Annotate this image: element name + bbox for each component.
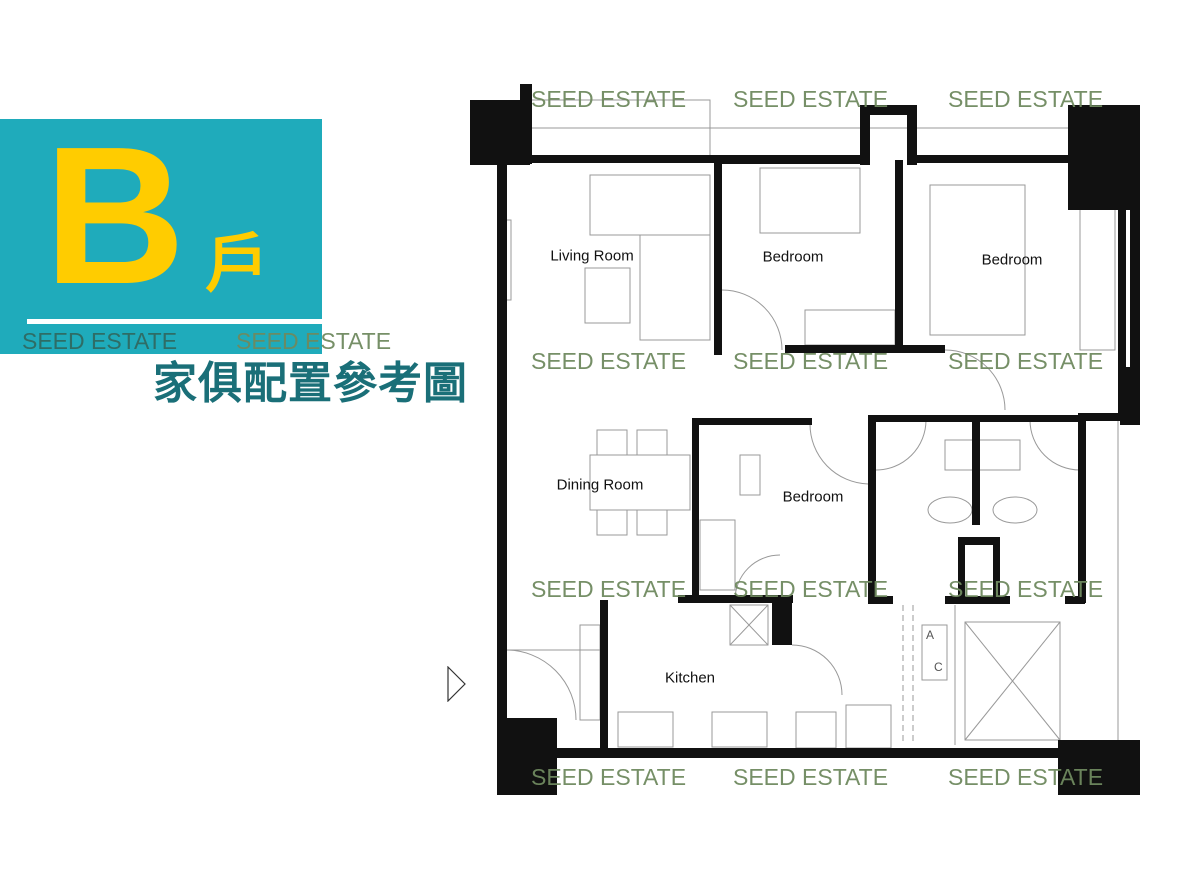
- room-label-bedroom-3: Bedroom: [782, 488, 844, 506]
- door-swing: [734, 554, 781, 601]
- watermark: SEED ESTATE: [733, 576, 889, 602]
- nightstand: [739, 454, 761, 496]
- sofa: [589, 174, 711, 236]
- stove: [845, 704, 892, 749]
- door-swing: [791, 644, 843, 696]
- watermark: SEED ESTATE: [733, 348, 889, 374]
- watermark: SEED ESTATE: [531, 764, 687, 790]
- room-label-bedroom-2: Bedroom: [981, 251, 1043, 269]
- watermark: SEED ESTATE: [531, 86, 687, 112]
- badge-underline: [27, 319, 322, 324]
- coffee-table: [584, 267, 631, 324]
- room-label-living: Living Room: [550, 247, 634, 265]
- walls: [470, 84, 1140, 795]
- sink: [617, 711, 674, 748]
- wardrobe: [699, 519, 736, 591]
- wardrobe: [804, 309, 896, 346]
- watermark: SEED ESTATE: [22, 328, 178, 354]
- chair: [636, 509, 668, 536]
- plan-title: 家俱配置參考圖: [153, 359, 468, 408]
- door-swing: [721, 289, 783, 351]
- sofa-chaise: [639, 234, 711, 341]
- watermark: SEED ESTATE: [733, 86, 889, 112]
- door-swing: [505, 649, 577, 721]
- watermark: SEED ESTATE: [948, 348, 1104, 374]
- watermark: SEED ESTATE: [236, 328, 392, 354]
- watermark: SEED ESTATE: [948, 576, 1104, 602]
- room-label-bedroom-1: Bedroom: [762, 248, 824, 266]
- watermark: SEED ESTATE: [733, 764, 889, 790]
- door-swing: [1029, 419, 1081, 471]
- door-swing: [944, 349, 1006, 411]
- bed: [929, 184, 1026, 336]
- appliance: [795, 711, 837, 749]
- door-swing: [875, 419, 927, 471]
- watermark: SEED ESTATE: [531, 576, 687, 602]
- sink: [711, 711, 768, 748]
- unit-suffix: 戶: [205, 228, 269, 300]
- room-label-dining: Dining Room: [556, 476, 644, 494]
- unit-letter: B: [44, 106, 186, 325]
- ac-label-a: A: [926, 628, 935, 642]
- fridge-space: [729, 604, 769, 646]
- unit-badge: [0, 119, 322, 354]
- room-label-kitchen: Kitchen: [664, 669, 716, 687]
- watermark: SEED ESTATE: [948, 764, 1104, 790]
- ac-unit: [921, 624, 948, 681]
- door-swing: [809, 423, 869, 485]
- chair: [596, 429, 628, 456]
- chair: [596, 509, 628, 536]
- chair: [636, 429, 668, 456]
- sink: [944, 439, 1021, 471]
- ac-label-c: C: [934, 660, 943, 674]
- bed: [759, 167, 861, 234]
- watermark: SEED ESTATE: [531, 348, 687, 374]
- entrance-arrow-icon: [447, 666, 466, 702]
- watermark: SEED ESTATE: [948, 86, 1104, 112]
- toilet: [927, 496, 973, 524]
- toilet: [992, 496, 1038, 524]
- shaft-void: [964, 621, 1061, 741]
